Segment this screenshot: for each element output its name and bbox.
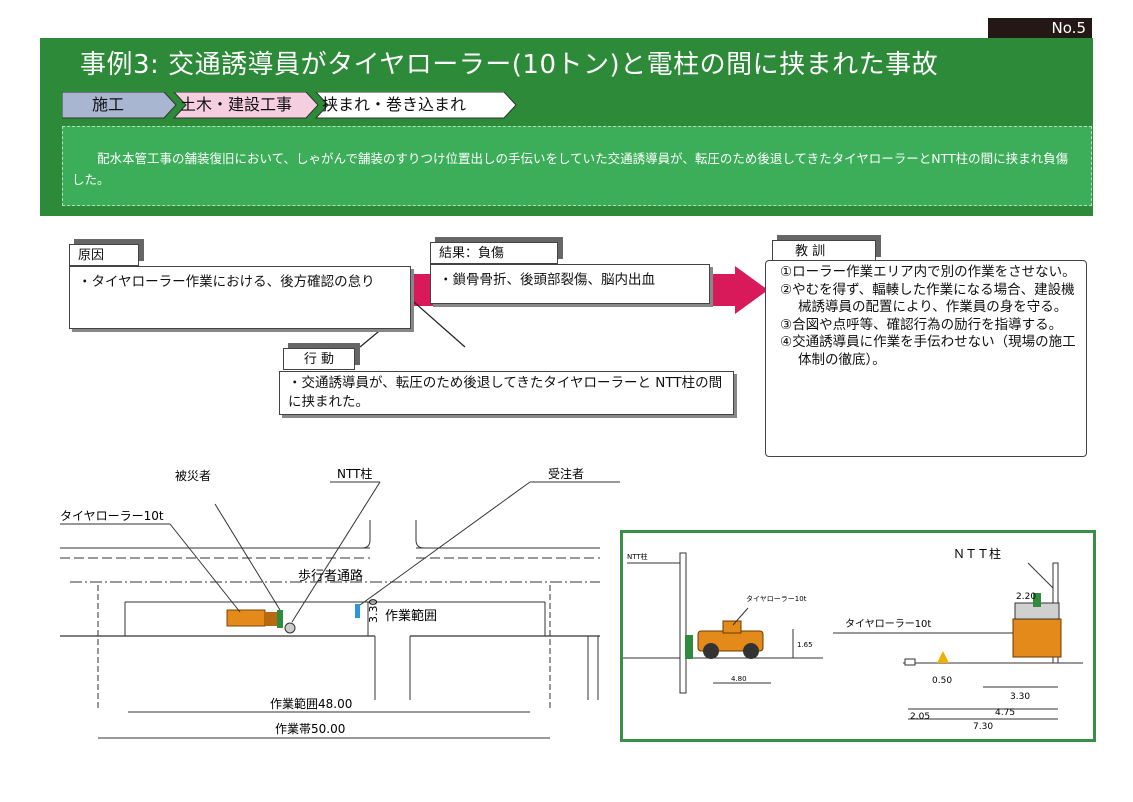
lesson-item: ④交通誘導員に作業を手伝わせない（現場の施工体制の徹底）。 — [780, 334, 1076, 368]
victim-label: 被災者 — [175, 469, 211, 483]
roller-rear-big — [1012, 618, 1062, 658]
lesson-scroll — [765, 260, 1087, 457]
work-range-length: 作業範囲48.00 — [270, 696, 352, 711]
victim-small — [685, 635, 693, 659]
operator — [1033, 593, 1041, 607]
victim-leader — [214, 503, 281, 611]
ntt-pole-mark — [284, 622, 296, 634]
action-box: ・交通誘導員が、転圧のため後退してきたタイヤローラーと NTT柱の間に挟まれた。 — [279, 371, 734, 415]
breadcrumb-item-caught-between[interactable]: 挟まれ・巻き込まれ — [322, 95, 467, 114]
inset-diagram: NTT柱 タイヤローラー10t 1.65 4.80 ＮＴＴ柱 タイヤローラー10… — [623, 546, 1083, 732]
victim-mark — [277, 610, 283, 628]
dim-220-label: 2.20 — [1016, 592, 1036, 602]
action-text: ・交通誘導員が、転圧のため後退してきたタイヤローラーと NTT柱の間に挟まれた。 — [288, 375, 723, 410]
breadcrumb-shape-3 — [314, 92, 517, 119]
ntt-leader-big — [1027, 562, 1054, 589]
summary-text: 配水本管工事の舗装復旧において、しゃがんで舗装のすりつけ位置出しの手伝いをしてい… — [72, 151, 1069, 187]
dim-475-label: 4.75 — [995, 708, 1015, 718]
cause-text: ・タイヤローラー作業における、後方確認の怠り — [78, 274, 375, 290]
page-number-badge: No.5 — [988, 18, 1092, 38]
roller-wheel-small — [743, 643, 759, 659]
work-area-label: 作業範囲 — [385, 608, 437, 624]
side-street — [415, 520, 425, 549]
ntt-pole-small — [679, 552, 687, 694]
ntt-big-label: ＮＴＴ柱 — [953, 546, 1001, 561]
dim-205-label: 2.05 — [910, 712, 930, 722]
summary-panel — [62, 126, 1092, 206]
result-box: ・鎖骨骨折、後頭部裂傷、脳内出血 — [430, 264, 710, 304]
dim-330-label: 3.30 — [1010, 692, 1030, 702]
roller-wheel-small — [703, 643, 719, 659]
breadcrumb-item-civil-engineering[interactable]: 土木・建設工事 — [180, 95, 293, 114]
width-dim-label: 3.30 — [367, 599, 380, 624]
roller-leader-small — [732, 607, 749, 626]
roller-leader — [169, 523, 241, 613]
contractor-mark — [355, 604, 360, 618]
lesson-item: ①ローラー作業エリア内で別の作業をさせない。 — [780, 264, 1076, 280]
curb — [904, 658, 916, 666]
side-street — [361, 520, 371, 549]
work-zone-length: 作業帯50.00 — [275, 722, 345, 736]
victim-crouching — [937, 651, 949, 663]
result-text: ・鎖骨骨折、後頭部裂傷、脳内出血 — [439, 272, 655, 288]
ntt-label: NTT柱 — [337, 466, 372, 481]
ntt-small-label: NTT柱 — [627, 552, 648, 561]
height-dim-label: 1.65 — [797, 641, 813, 649]
sidewalk-label: 歩行者通路 — [298, 568, 363, 584]
result-label: 結果：負傷 — [430, 242, 558, 264]
breadcrumb-shape-2 — [172, 92, 319, 119]
length-dim-label: 4.80 — [731, 675, 747, 683]
ntt-leader — [291, 481, 381, 623]
action-bracket — [359, 301, 466, 348]
roller-body — [226, 609, 266, 627]
lesson-label: 教 訓 — [772, 240, 876, 262]
lesson-list: ①ローラー作業エリア内で別の作業をさせない。 ②やむを得ず、輻輳した作業になる場… — [780, 264, 1080, 370]
cause-box: ・タイヤローラー作業における、後方確認の怠り — [69, 266, 411, 329]
contractor-leader — [359, 481, 531, 606]
breadcrumb — [62, 92, 517, 119]
roller-small-label: タイヤローラー10t — [746, 594, 807, 603]
lesson-item: ②やむを得ず、輻輳した作業になる場合、建設機械誘導員の配置により、作業員の身を守… — [780, 281, 1075, 316]
site-plan-diagram: 3.30 被災者 NTT柱 受注者 タイヤローラー10t 歩行者通路 作業範囲 … — [60, 466, 620, 739]
roller-cab — [265, 612, 279, 626]
roller-big-label: タイヤローラー10t — [845, 618, 931, 630]
cause-label: 原因 — [69, 244, 139, 266]
page-title: 事例3: 交通誘導員がタイヤローラー(10トン)と電柱の間に挟まれた事故 — [80, 50, 939, 80]
breadcrumb-shape-1 — [62, 92, 177, 119]
dim-730-label: 7.30 — [973, 722, 993, 732]
lesson-item: ③合図や点呼等、確認行為の励行を指導する。 — [780, 316, 1063, 333]
breadcrumb-item-construction[interactable]: 施工 — [92, 95, 125, 114]
action-label: 行 動 — [283, 348, 355, 370]
roller-cab-small — [722, 620, 742, 634]
contractor-label: 受注者 — [548, 466, 584, 481]
roller-label: タイヤローラー10t — [60, 509, 164, 523]
dim-050-label: 0.50 — [932, 676, 952, 686]
